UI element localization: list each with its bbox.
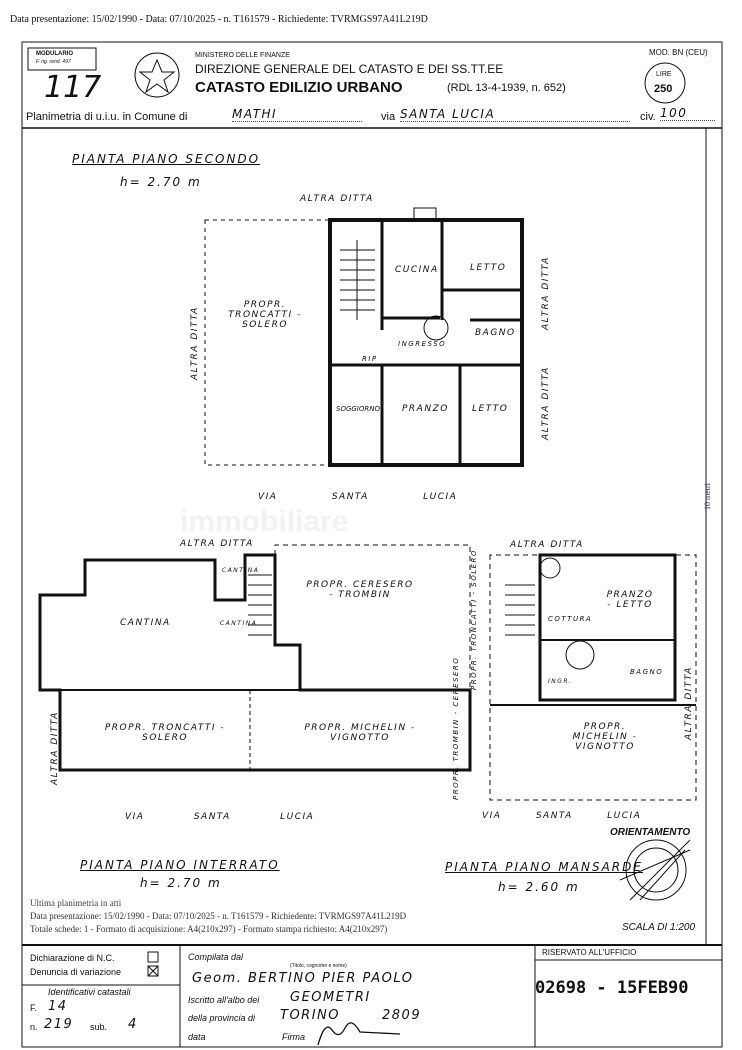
identificativi-label: Identificativi catastali [48, 987, 131, 997]
second-floor-plan [204, 207, 524, 467]
iscritto-label: Iscritto all'albo dei [188, 995, 260, 1005]
protocol-stamp: 02698 - 15FEB90 [535, 978, 689, 998]
street-basement: VIA SANTA LUCIA [125, 812, 315, 822]
model-code: MOD. BN (CEU) [649, 48, 708, 57]
presentation-info-bottom: Data presentazione: 15/02/1990 - Data: 0… [30, 911, 407, 921]
basement-height: h= 2.70 m [140, 876, 222, 890]
room-cucina: CUCINA [395, 265, 439, 275]
attic-title: PIANTA PIANO MANSARDE [445, 860, 643, 874]
provincia-value: TORINO [280, 1008, 340, 1023]
civ-label: civ. [640, 111, 656, 123]
sub-label: sub. [90, 1022, 108, 1032]
street-attic: VIA SANTA LUCIA [482, 811, 642, 821]
via-label: via [381, 111, 396, 123]
compilata-label: Compilata dal [188, 952, 244, 962]
attic-cottura: COTTURA [548, 615, 593, 623]
ultima-planimetria: Ultima planimetria in atti [30, 898, 122, 908]
foglio-label: F. [30, 1003, 38, 1013]
denuncia-label: Denuncia di variazione [30, 967, 122, 977]
basement-cantina-3: CANTINA [220, 620, 258, 627]
data-label: data [188, 1032, 206, 1042]
stamp-value: 250 [654, 83, 673, 95]
attic-pranzo-letto: PRANZO - LETTO [606, 590, 654, 610]
civ-value: 100 [660, 106, 715, 121]
provincia-label: della provincia di [188, 1013, 256, 1023]
attic-plan [489, 553, 697, 801]
ministry-name: MINISTERO DELLE FINANZE [195, 52, 290, 59]
comune-value: MATHI [232, 107, 362, 122]
planimetria-label: Planimetria di u.i.u. in Comune di [26, 111, 188, 123]
neighbor-left: PROPR. TRONCATTI - SOLERO [228, 300, 302, 330]
basement-cantina-2: CANTINA [222, 567, 260, 574]
basement-title: PIANTA PIANO INTERRATO [80, 858, 280, 872]
direzione-name: DIREZIONE GENERALE DEL CATASTO E DEI SS.… [195, 62, 504, 76]
modulario-ref: F. rig. rend. 497 [36, 59, 71, 65]
stamp-lire: LIRE [656, 71, 672, 78]
basement-cantina-1: CANTINA [120, 618, 171, 628]
attic-bagno: BAGNO [630, 668, 664, 676]
room-letto-1: LETTO [470, 263, 507, 273]
sub-value: 4 [128, 1017, 138, 1032]
attic-neighbor-top: ALTRA DITTA [510, 540, 584, 550]
republic-emblem-icon [134, 52, 180, 98]
document-title: CATASTO EDILIZIO URBANO [195, 79, 403, 96]
presentation-info: Data presentazione: 15/02/1990 - Data: 0… [10, 14, 428, 25]
attic-neighbor-michelin: PROPR. MICHELIN - VIGNOTTO [572, 722, 638, 752]
orientation-label: ORIENTAMENTO [610, 827, 691, 838]
room-pranzo: PRANZO [402, 404, 449, 414]
street-second: VIA SANTA LUCIA [258, 492, 458, 502]
second-floor-title: PIANTA PIANO SECONDO [72, 152, 261, 166]
neighbor-top: ALTRA DITTA [300, 194, 374, 204]
riservato-label: RISERVATO ALL'UFFICIO [542, 948, 637, 957]
north-arrow-icon [619, 839, 691, 901]
room-bagno: BAGNO [475, 328, 516, 338]
scale-label: SCALA DI 1:200 [622, 922, 696, 933]
n-label: n. [30, 1022, 38, 1032]
basement-neighbor-top: ALTRA DITTA [180, 539, 254, 549]
law-reference: (RDL 13-4-1939, n. 652) [447, 82, 566, 94]
attic-ingresso: INGR. [548, 678, 573, 685]
basement-neighbor-troncatti: PROPR. TRONCATTI - SOLERO [104, 723, 226, 743]
modulario-label: MODULARIO [36, 51, 73, 57]
basement-neighbor-michelin: PROPR. MICHELIN - VIGNOTTO [304, 723, 416, 743]
watermark: immobiliare [180, 505, 349, 538]
room-soggiorno: SOGGIORNO [336, 405, 380, 413]
albo-value: GEOMETRI [290, 990, 371, 1005]
dich-nc-label: Dichiarazione di N.C. [30, 953, 115, 963]
sheet-format-info: Totale schede: 1 - Formato di acquisizio… [30, 924, 388, 934]
room-letto-2: LETTO [472, 404, 509, 414]
n-value: 219 [44, 1017, 74, 1032]
foglio-value: 14 [48, 999, 68, 1014]
room-ripostiglio: RIP [362, 355, 378, 363]
basement-neighbor-cerisero: PROPR. CERESERO - TROMBIN [306, 580, 414, 600]
firma-label: Firma [282, 1032, 305, 1042]
basement-plan [38, 544, 472, 772]
titolo-hint: (Titolo, cognome e nome) [290, 963, 347, 969]
room-ingresso: INGRESSO [398, 340, 447, 348]
via-value: SANTA LUCIA [400, 107, 630, 122]
sheet-number: 117 [44, 70, 102, 105]
second-floor-height: h= 2.70 m [120, 175, 202, 189]
compilatore-name: Geom. BERTINO PIER PAOLO [192, 971, 414, 986]
albo-number: 2809 [382, 1008, 422, 1023]
attic-height: h= 2.60 m [498, 880, 580, 894]
